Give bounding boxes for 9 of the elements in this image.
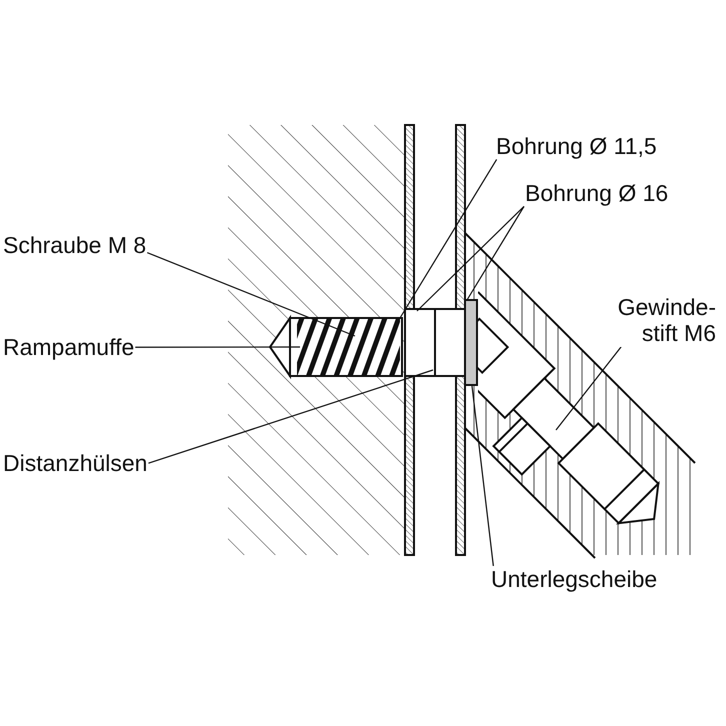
leader-line xyxy=(146,252,356,337)
leader-line xyxy=(148,369,434,464)
leader-line xyxy=(471,386,494,566)
leader-line xyxy=(416,206,524,312)
leader-line xyxy=(466,206,525,300)
leader-line xyxy=(135,346,300,348)
leader-line xyxy=(399,159,498,318)
part-label: Unterlegscheibe xyxy=(490,566,658,592)
leader-line xyxy=(556,346,622,430)
